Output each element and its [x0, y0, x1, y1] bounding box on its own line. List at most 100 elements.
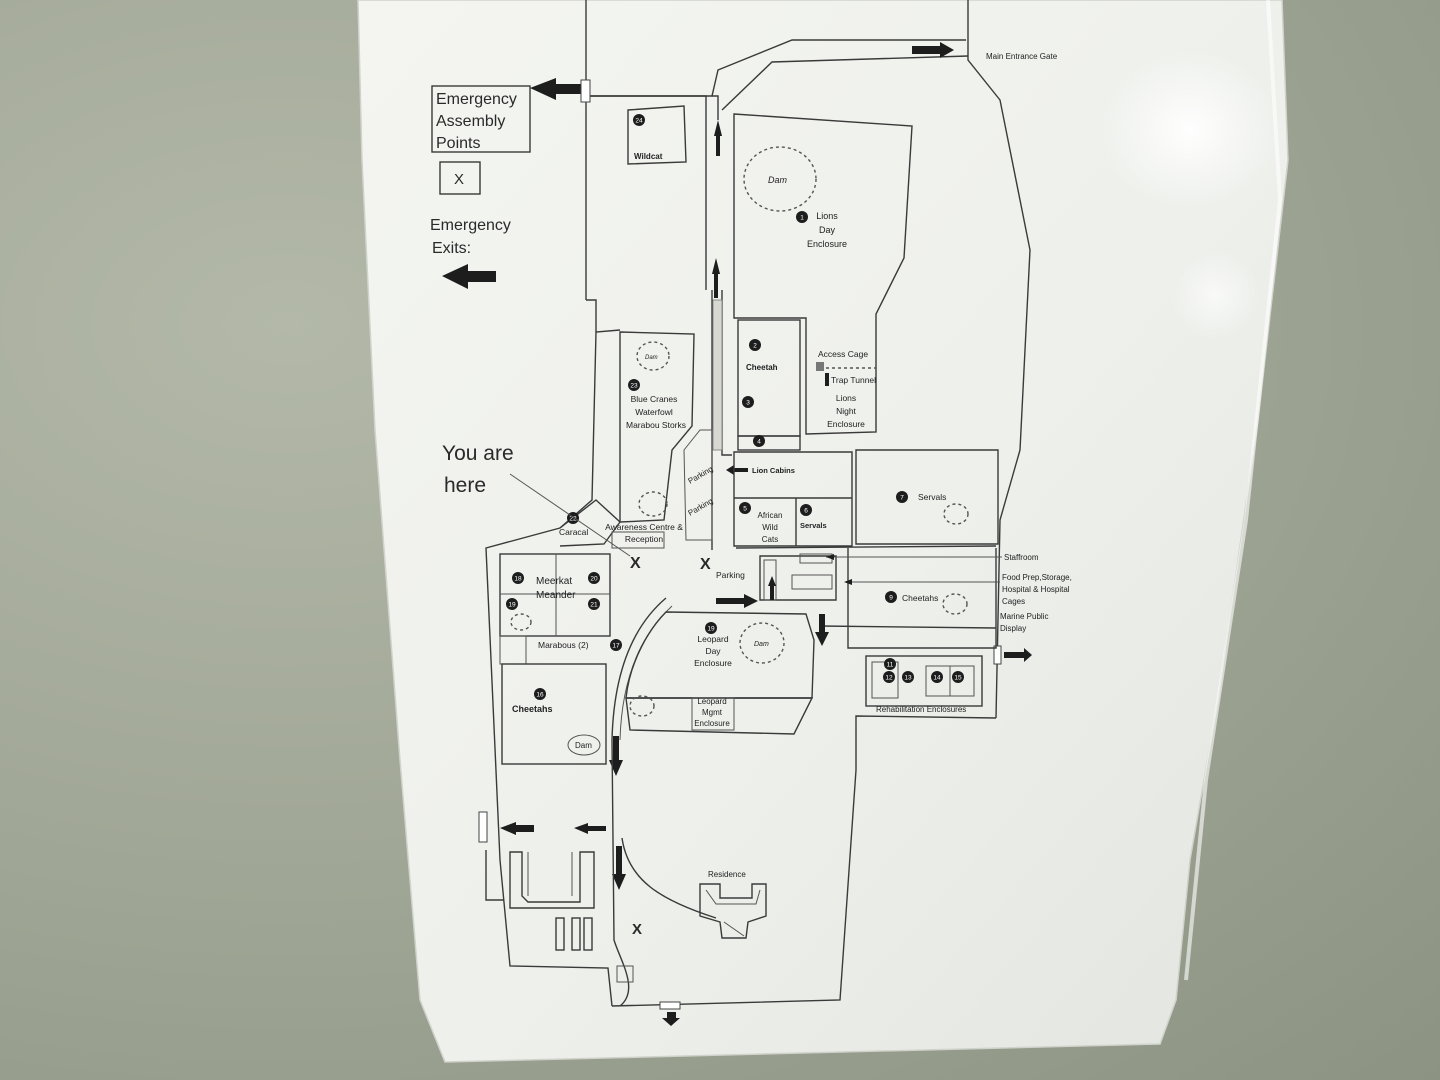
lions-night-line-3: Enclosure — [827, 419, 865, 429]
lions-night-line-2: Night — [836, 406, 856, 416]
meerkat-line-1: Meerkat — [536, 576, 572, 587]
cheetah-enclosure: 2 Cheetah 3 4 — [737, 319, 801, 451]
svg-text:18: 18 — [514, 576, 522, 583]
lower-buildings — [485, 850, 634, 983]
svg-text:4: 4 — [757, 439, 761, 446]
exits-line-1: Emergency — [430, 217, 511, 234]
assembly-line-3: Points — [436, 135, 480, 152]
rehab-label: Rehabilitation Enclosures — [876, 705, 966, 714]
road-arrow-down-1-icon — [815, 614, 829, 646]
svg-text:Dam: Dam — [645, 355, 658, 361]
svg-text:5: 5 — [743, 506, 747, 513]
cranes-line-2: Waterfowl — [635, 407, 673, 417]
assembly-point-x-3: X — [632, 921, 642, 938]
access-cage-label: Access Cage — [818, 349, 868, 359]
svg-text:12: 12 — [885, 675, 893, 682]
food-prep-line-3: Cages — [1002, 597, 1025, 606]
svg-text:Dam: Dam — [754, 641, 769, 648]
lions-day-line-2: Day — [819, 225, 836, 235]
gate-marker-bottom — [659, 1001, 681, 1010]
road-arrow-down-3-icon — [612, 846, 626, 890]
svg-text:2: 2 — [753, 343, 757, 350]
leopard-day-line-2: Day — [705, 646, 721, 656]
reception-building: Awareness Centre & Reception — [605, 522, 683, 549]
reception-line-1: Awareness Centre & — [605, 522, 683, 532]
svg-text:1: 1 — [800, 215, 804, 222]
lions-night-line-1: Lions — [836, 393, 856, 403]
cheetah-label: Cheetah — [746, 363, 778, 372]
svg-text:13: 13 — [904, 675, 912, 682]
svg-text:19: 19 — [508, 602, 516, 609]
trap-tunnel-label: Trap Tunnel — [831, 375, 876, 385]
exit-arrow-left-2-icon — [574, 823, 606, 834]
paper-sheet — [357, 0, 1289, 1063]
svg-text:15: 15 — [954, 675, 962, 682]
servals-small-label: Servals — [800, 521, 827, 530]
lions-night-enclosure: Access Cage Trap Tunnel Lions Night Encl… — [816, 349, 876, 429]
food-prep-line-2: Hospital & Hospital — [1002, 585, 1070, 594]
svg-text:19: 19 — [707, 626, 715, 633]
svg-text:9: 9 — [889, 595, 893, 602]
cheetahs-left-enclosure: 16 Cheetahs Dam — [501, 663, 607, 765]
cheetahs-left-label: Cheetahs — [512, 704, 553, 714]
cheetahs-right-enclosure: 9 Cheetahs — [885, 591, 968, 615]
parking-label-c: Parking — [716, 570, 745, 580]
exit-arrow-icon — [442, 264, 496, 289]
servals-enclosure: 7 Servals — [855, 449, 999, 545]
glare-top — [1100, 50, 1280, 210]
meerkat-meander: 18 19 20 21 Meerkat Meander — [499, 553, 611, 637]
wildcat-enclosure: 24 Wildcat — [627, 105, 687, 165]
svg-text:20: 20 — [590, 576, 598, 583]
glare-mid — [1170, 250, 1260, 340]
exits-line-2: Exits: — [432, 240, 471, 257]
road-arrow-up-1-icon — [714, 120, 722, 156]
svg-text:23: 23 — [630, 383, 638, 390]
leopard-day-enclosure: Dam 19 Leopard Day Enclosure — [625, 611, 815, 699]
gate-marker-left — [478, 811, 488, 843]
servals-big-label: Servals — [918, 492, 946, 502]
exit-arrow-left-1-icon — [500, 822, 534, 835]
residence-label: Residence — [708, 870, 746, 879]
main-entrance-gate: Main Entrance Gate — [912, 42, 1058, 61]
marabous-enclosure: Marabous (2) 17 — [499, 635, 622, 665]
rehabilitation-enclosures: 11 12 13 14 15 Rehabilitation Enclosures — [865, 655, 983, 714]
road-arrow-right-icon — [716, 594, 758, 608]
assembly-line-2: Assembly — [436, 113, 505, 130]
svg-text:22: 22 — [569, 516, 577, 523]
gate-marker-right — [993, 645, 1002, 665]
service-buildings — [735, 545, 997, 649]
gate-marker-top-left — [580, 79, 591, 103]
wild-cats-line-1: African — [758, 511, 783, 520]
wild-cats-line-3: Cats — [762, 535, 778, 544]
svg-text:11: 11 — [887, 662, 894, 669]
lions-day-enclosure: Dam 1 Lions Day Enclosure — [733, 113, 913, 435]
wild-cats-line-2: Wild — [762, 523, 778, 532]
assembly-line-1: Emergency — [436, 91, 517, 108]
assembly-symbol-box — [439, 161, 481, 195]
marine-line-2: Display — [1000, 624, 1026, 633]
leopard-mgmt-enclosure: Leopard Mgmt Enclosure — [625, 695, 814, 735]
svg-text:24: 24 — [635, 118, 643, 125]
leopard-day-line-1: Leopard — [697, 634, 728, 644]
caracal-label: Caracal — [559, 527, 588, 537]
you-are-here-line-2: here — [444, 474, 486, 497]
svg-text:Dam: Dam — [768, 175, 788, 185]
leopard-day-line-3: Enclosure — [694, 658, 732, 668]
svg-text:16: 16 — [536, 692, 544, 699]
food-prep-line-1: Food Prep,Storage, — [1002, 573, 1072, 582]
lions-day-line-3: Enclosure — [807, 239, 847, 249]
residence-building: Residence — [699, 870, 767, 939]
road-arrow-up-2-icon — [712, 258, 720, 298]
marabous-label: Marabous (2) — [538, 640, 589, 650]
svg-text:17: 17 — [612, 643, 620, 650]
lion-cabins-arrow-icon — [726, 465, 748, 475]
cheetahs-right-label: Cheetahs — [902, 593, 938, 603]
gravel-road — [712, 299, 723, 451]
assembly-symbol-x: X — [454, 171, 464, 188]
leopard-mgmt-line-1: Leopard — [697, 697, 726, 706]
you-are-here-marker: You are here X — [442, 442, 641, 572]
svg-text:14: 14 — [933, 675, 941, 682]
dam-label: Dam — [575, 741, 592, 750]
gate-label: Main Entrance Gate — [986, 52, 1058, 61]
